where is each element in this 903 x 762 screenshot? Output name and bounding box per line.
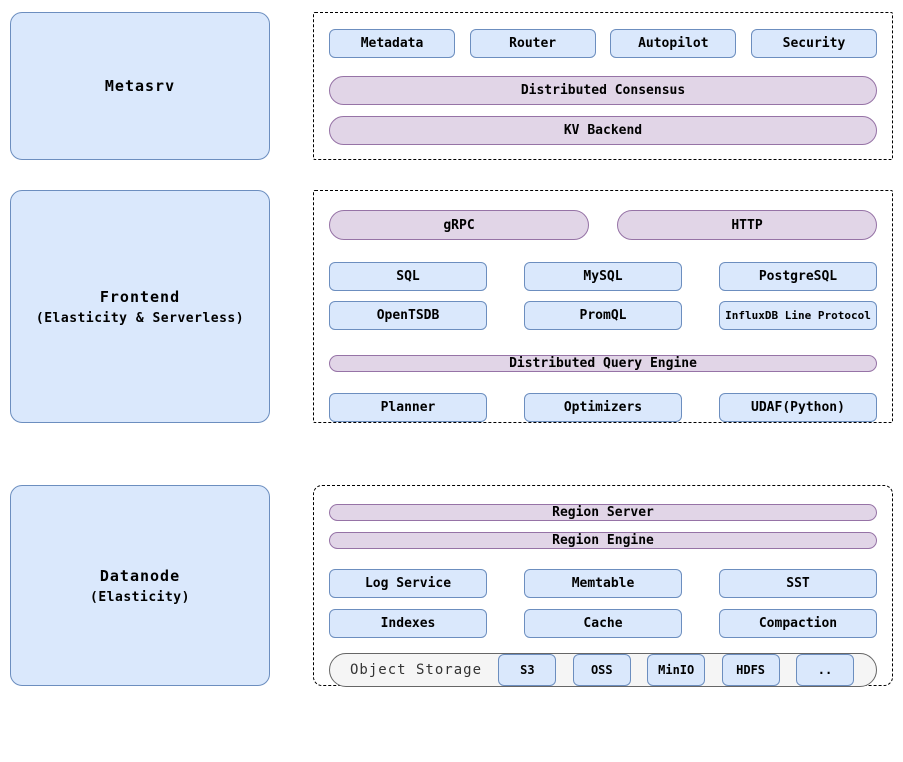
node-mysql: MySQL — [524, 262, 682, 291]
frontend-engine-row: Planner Optimizers UDAF(Python) — [329, 393, 877, 422]
metasrv-label: Metasrv — [104, 77, 176, 95]
frontend-sublabel: (Elasticity & Serverless) — [35, 310, 245, 326]
frontend-node: Frontend (Elasticity & Serverless) — [10, 190, 270, 423]
pill-http: HTTP — [617, 210, 877, 240]
datanode-label: Datanode — [99, 566, 181, 585]
node-log-service: Log Service — [329, 569, 487, 598]
node-oss: OSS — [572, 654, 631, 686]
node-security: Security — [750, 29, 877, 58]
node-s3: S3 — [498, 654, 557, 686]
pill-grpc: gRPC — [329, 210, 589, 240]
node-other-storage: .. — [795, 654, 854, 686]
frontend-protocol-pills-row: gRPC HTTP — [329, 210, 877, 240]
node-hdfs: HDFS — [721, 654, 780, 686]
node-promql: PromQL — [524, 301, 682, 330]
node-sst: SST — [719, 569, 877, 598]
node-router: Router — [469, 29, 596, 58]
pill-region-server: Region Server — [329, 504, 877, 521]
datanode-components-row1: Log Service Memtable SST — [329, 569, 877, 598]
node-metadata: Metadata — [329, 29, 455, 58]
node-minio: MinIO — [647, 654, 706, 686]
node-cache: Cache — [524, 609, 682, 638]
frontend-protocols-row2: OpenTSDB PromQL InfluxDB Line Protocol — [329, 301, 877, 330]
node-memtable: Memtable — [524, 569, 682, 598]
metasrv-components-row: Metadata Router Autopilot Security — [329, 29, 877, 58]
metasrv-node: Metasrv — [10, 12, 270, 160]
datanode-components-row2: Indexes Cache Compaction — [329, 609, 877, 638]
object-storage-container: Object Storage S3 OSS MinIO HDFS .. — [329, 653, 877, 687]
pill-region-engine: Region Engine — [329, 532, 877, 549]
datanode-node: Datanode (Elasticity) — [10, 485, 270, 686]
node-planner: Planner — [329, 393, 487, 422]
frontend-protocols-row1: SQL MySQL PostgreSQL — [329, 262, 877, 291]
node-postgresql: PostgreSQL — [719, 262, 877, 291]
node-indexes: Indexes — [329, 609, 487, 638]
metasrv-panel: Metadata Router Autopilot Security Distr… — [313, 12, 893, 160]
frontend-label: Frontend — [99, 287, 181, 306]
node-optimizers: Optimizers — [524, 393, 682, 422]
datanode-sublabel: (Elasticity) — [90, 589, 190, 605]
object-storage-label: Object Storage — [350, 662, 483, 678]
pill-kv-backend: KV Backend — [329, 116, 877, 145]
node-compaction: Compaction — [719, 609, 877, 638]
node-udaf-python: UDAF(Python) — [719, 393, 877, 422]
frontend-panel: gRPC HTTP SQL MySQL PostgreSQL OpenTSDB … — [313, 190, 893, 423]
node-autopilot: Autopilot — [610, 29, 737, 58]
datanode-panel: Region Server Region Engine Log Service … — [313, 485, 893, 687]
pill-distributed-consensus: Distributed Consensus — [329, 76, 877, 105]
node-sql: SQL — [329, 262, 487, 291]
node-influxdb-line-protocol: InfluxDB Line Protocol — [719, 301, 877, 330]
node-opentsdb: OpenTSDB — [329, 301, 487, 330]
pill-distributed-query-engine: Distributed Query Engine — [329, 355, 877, 372]
